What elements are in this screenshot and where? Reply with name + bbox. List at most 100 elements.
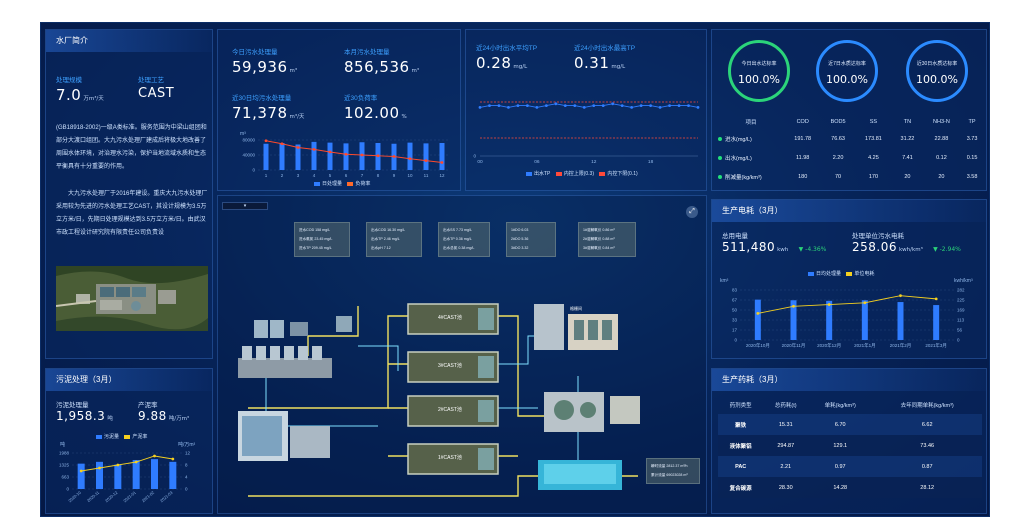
bar	[439, 143, 445, 170]
x-tick-label: 2020年12月	[817, 342, 841, 349]
tp-legend: 出水TP 内控上限(0.3) 内控下限(0.1)	[526, 170, 638, 177]
volume-legend: 日处理量 负荷率	[314, 180, 370, 187]
filter-and-disinfection-units	[534, 304, 640, 490]
sludge-legend: 污泥量 产泥率	[96, 433, 147, 440]
table-row: 聚铁 15.31 6.70 6.62	[718, 414, 982, 435]
quality-cell: 191.78	[794, 135, 812, 142]
line-point	[899, 294, 902, 298]
readout-line: 出水TP 2.46 mg/L	[371, 237, 400, 241]
readout-line: 1#溶解氧仪 0.86 m³	[583, 228, 615, 232]
tp-point	[535, 106, 539, 109]
process-label: 处理工艺	[138, 77, 164, 84]
quality-cell: 0.12	[936, 154, 947, 161]
y-tick-label: 1325	[59, 463, 70, 468]
bar	[327, 142, 333, 170]
line-point	[392, 155, 396, 158]
x-tick-label: 18	[648, 159, 654, 165]
chem-header-cell: 总药耗(t)	[774, 402, 797, 409]
quality-cell: 76.63	[831, 135, 845, 142]
readout-line: 3#溶解氧仪 0.84 m³	[583, 246, 615, 250]
today-compliance-label: 今日出水达标率	[741, 61, 777, 67]
x-tick-label: 2021年2月	[890, 342, 912, 349]
readout-line: 出水TP 0.36 mg/L	[443, 237, 472, 241]
process-view-toggle[interactable]: ▾	[222, 202, 268, 210]
line-point	[344, 152, 348, 156]
chem-cell: 28.12	[872, 477, 982, 498]
quality-cell: 70	[835, 173, 842, 180]
readout-card: 1#溶解氧仪 0.86 m³ 2#溶解氧仪 0.88 m³ 3#溶解氧仪 0.8…	[578, 222, 636, 257]
quality-cell: 2.20	[832, 154, 844, 161]
x-tick-label: 5	[329, 173, 332, 178]
chemicals-title: 生产药耗（3月）	[712, 369, 986, 391]
quality-header-cell: TN	[903, 118, 912, 125]
quality-row-label: 进水(mg/L)	[718, 129, 784, 148]
x-tick-label: 2021-01	[122, 489, 137, 503]
bar	[279, 143, 285, 170]
d7-compliance-ring: 近7日水质达标率 100.0%	[816, 40, 878, 102]
series-line	[757, 295, 937, 314]
x-tick-label: 3	[297, 173, 300, 178]
y-tick-label: 0	[66, 487, 69, 492]
x-tick-label: 6	[345, 173, 348, 178]
tp-point	[677, 104, 681, 107]
quality-cell: 20	[938, 173, 945, 180]
tp-point	[630, 106, 634, 109]
sludge-y-right-unit: 吨/万m³	[178, 442, 196, 448]
power-legend: 日均处理量 单位电耗	[808, 270, 874, 277]
chemicals-panel: 生产药耗（3月） 药剂类型 总药耗(t) 单耗(kg/km³) 去年同期单耗(k…	[711, 368, 987, 514]
y2-tick-label: 113	[957, 318, 965, 323]
line-point	[312, 147, 316, 151]
fullscreen-icon[interactable]: ⤢	[686, 206, 698, 218]
quality-cell: 170	[868, 173, 879, 180]
x-tick-label: 06	[534, 159, 540, 165]
power-legend-a: 日均处理量	[816, 271, 842, 277]
bar	[423, 143, 429, 170]
volume-legend-a: 日处理量	[322, 181, 343, 187]
y2-tick-label: 56	[957, 328, 963, 333]
y2-tick-label: 0	[185, 487, 188, 492]
bar	[263, 143, 269, 170]
tp-point	[525, 104, 529, 107]
chem-header-cell: 单耗(kg/km³)	[824, 402, 856, 409]
today-compliance-ring: 今日出水达标率 100.0%	[728, 40, 790, 102]
chem-cell: 129.1	[808, 435, 873, 456]
tp-legend-c: 内控下限(0.1)	[607, 171, 638, 177]
tp-point	[668, 104, 671, 107]
readout-card: 出水SS 7.73 mg/L 出水TP 0.36 mg/L 出水总氮 0.38 …	[438, 222, 490, 257]
readout-line: 1#DO 6.03	[511, 228, 529, 232]
chem-cell: 6.70	[808, 414, 873, 435]
line-point	[934, 297, 938, 301]
table-row: PAC 2.21 0.97 0.87	[718, 456, 982, 477]
tp-legend-a: 出水TP	[534, 171, 551, 177]
x-tick-label: 7	[361, 173, 364, 178]
quality-cell: 180	[798, 173, 808, 180]
quality-cell: 4.25	[868, 154, 879, 161]
chem-cell: PAC	[718, 456, 764, 477]
power-total-delta: ▼ -4.36%	[798, 246, 827, 253]
readout-card: 出水COD 16.30 mg/L 出水TP 2.46 mg/L 出水pH 7.1…	[366, 222, 422, 257]
x-tick-label: 9	[393, 173, 396, 178]
sludge-qty-label: 污泥处理量	[56, 402, 89, 409]
readout-line: 出水SS 7.73 mg/L	[443, 228, 472, 232]
line-point	[756, 312, 760, 315]
y-tick-label: 83	[732, 288, 738, 293]
bar	[826, 300, 833, 340]
sludge-title: 污泥处理（3月）	[46, 369, 212, 391]
line-point	[264, 139, 268, 143]
quality-table: 项目 COD BOD5 SS TN NH3-N TP 进水(mg/L) 191.…	[718, 114, 984, 186]
readout-line: 进水COD 158 mg/L	[299, 228, 331, 232]
intro-title: 水厂简介	[46, 30, 212, 52]
y-tick-label: 67	[732, 298, 738, 303]
tp-point	[601, 104, 605, 107]
x-tick-label: 2020-10	[67, 489, 82, 503]
sludge-legend-b: 产泥率	[132, 434, 148, 440]
bar	[96, 461, 103, 489]
tank-2-label: 2#CAST池	[438, 407, 462, 413]
chem-cell: 2.21	[763, 456, 809, 477]
